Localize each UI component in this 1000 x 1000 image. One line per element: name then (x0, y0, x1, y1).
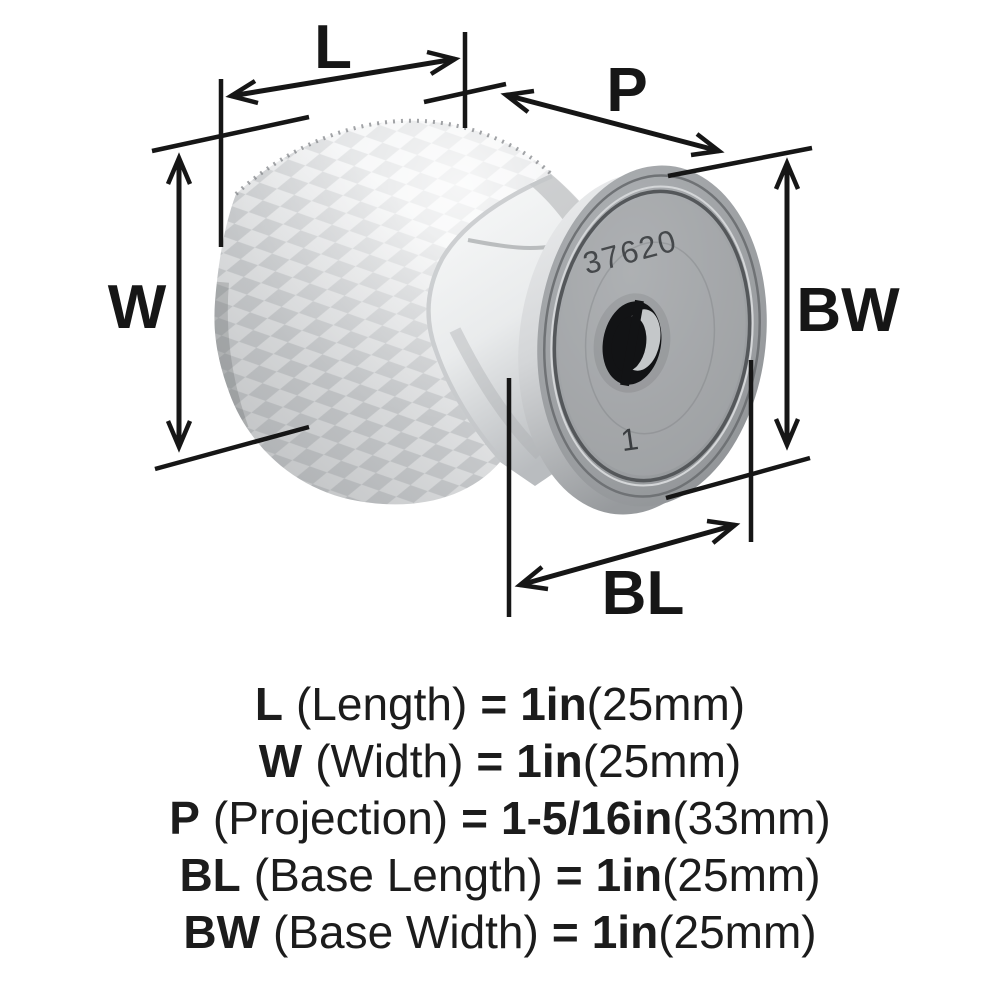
dimension-l: L (225, 13, 461, 106)
keyhole (593, 293, 671, 393)
face-mark: 1 (619, 421, 641, 458)
extension-line-w-top (151, 114, 310, 154)
spec-value: 1in (516, 735, 583, 787)
spec-metric: (25mm) (582, 735, 742, 787)
spec-name: (Width) (315, 735, 464, 787)
arrowhead-l-left (225, 79, 259, 106)
spec-name: (Projection) (212, 792, 449, 844)
dimension-annotations: L P W BW (108, 13, 900, 628)
spec-equals: = (551, 906, 579, 958)
arrowhead-p-right (690, 132, 725, 158)
spec-line-length: L(Length)=1in(25mm) (0, 676, 1000, 733)
extension-line-bw-top (667, 145, 813, 179)
spec-metric: (25mm) (662, 849, 821, 901)
arrowhead-bl-left (514, 565, 549, 592)
spec-list: L(Length)=1in(25mm) W(Width)=1in(25mm) P… (0, 676, 1000, 961)
dimension-bw: BW (773, 157, 900, 451)
spec-metric: (25mm) (658, 906, 817, 958)
spec-code: BL (179, 849, 241, 901)
arrowhead-w-bottom (165, 420, 193, 453)
spec-name: (Base Width) (272, 906, 539, 958)
dim-label-p: P (606, 56, 647, 125)
arrowhead-w-top (165, 152, 193, 185)
dim-label-bl: BL (602, 559, 685, 628)
spec-name: (Length) (295, 678, 468, 730)
dim-label-l: L (314, 13, 352, 82)
spec-value: 1in (591, 906, 659, 958)
disc-groove-ring (552, 189, 752, 483)
spec-line-base-length: BL(Base Length)=1in(25mm) (0, 847, 1000, 904)
spec-metric: (33mm) (672, 792, 831, 844)
spec-equals: = (476, 735, 504, 787)
spec-name: (Base Length) (253, 849, 543, 901)
spec-value: 1in (520, 678, 587, 730)
knob-illustration: 37620 1 (214, 118, 767, 515)
spec-equals: = (555, 849, 583, 901)
spec-value: 1in (595, 849, 663, 901)
spec-metric: (25mm) (586, 678, 746, 730)
spec-value: 1-5/16in (501, 792, 673, 844)
arrowhead-bw-top (773, 157, 801, 190)
dimension-bl: BL (514, 518, 741, 628)
spec-code: P (169, 792, 200, 844)
extension-line-bw-bottom (665, 455, 811, 501)
arrowhead-bw-bottom (773, 418, 801, 451)
extension-line-w-bottom (154, 424, 310, 472)
extension-tick-p-left (423, 81, 507, 105)
spec-line-width: W(Width)=1in(25mm) (0, 733, 1000, 790)
knob-diagram-svg: 37620 1 (108, 13, 900, 628)
arrowhead-bl-right (706, 518, 741, 545)
spec-equals: = (461, 792, 488, 844)
spec-line-base-width: BW(Base Width)=1in(25mm) (0, 904, 1000, 961)
knob-base-disc: 37620 1 (518, 165, 767, 515)
spec-code: W (258, 735, 303, 787)
spec-line-projection: P(Projection)=1-5/16in(33mm) (0, 790, 1000, 847)
arrowhead-p-left (500, 88, 535, 114)
dim-label-w: W (108, 273, 167, 342)
spec-code: L (254, 678, 283, 730)
dimension-p: P (500, 56, 725, 158)
dim-label-bw: BW (796, 276, 900, 345)
arrowhead-l-right (426, 49, 461, 76)
dimension-w: W (108, 152, 193, 453)
spec-code: BW (183, 906, 260, 958)
spec-equals: = (480, 678, 508, 730)
